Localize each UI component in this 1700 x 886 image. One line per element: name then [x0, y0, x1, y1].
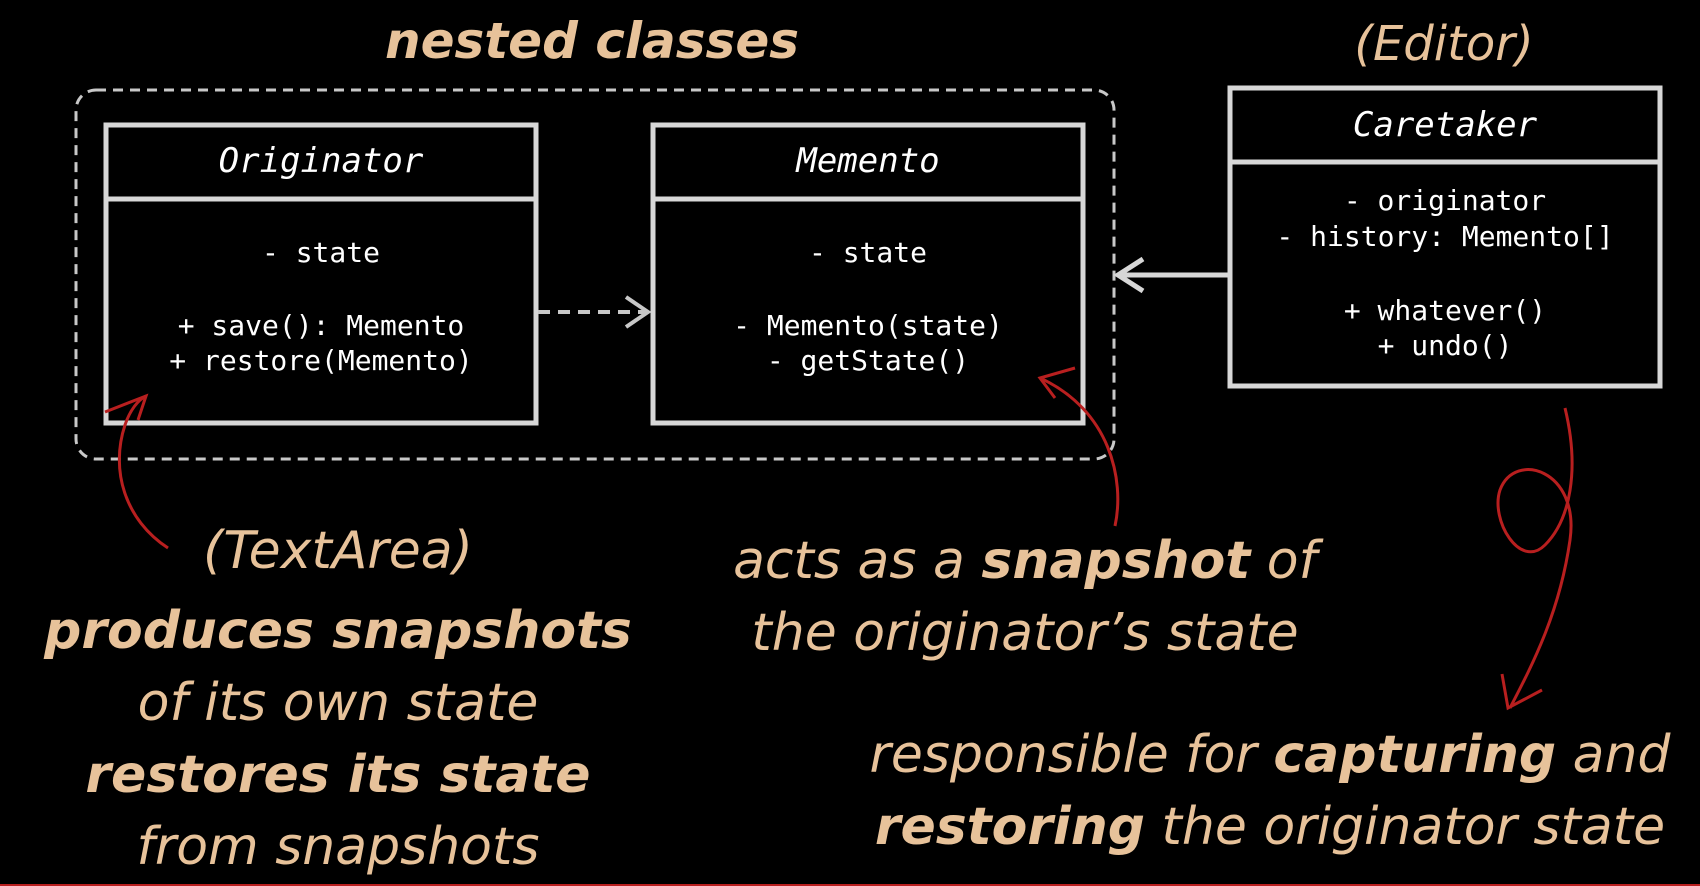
originator-desc-run: from snapshots	[137, 817, 540, 877]
caretaker-desc-run: restoring	[875, 797, 1145, 857]
originator-role-label: (TextArea)	[203, 521, 473, 581]
originator-method-restore: + restore(Memento)	[169, 344, 472, 377]
dependency-arrow	[538, 295, 652, 329]
originator-description: produces snapshots of its own state restor…	[43, 601, 632, 877]
memento-annotation-arrow	[1039, 376, 1120, 527]
caretaker-desc-run: responsible for	[870, 725, 1274, 785]
group-title: nested classes	[385, 12, 799, 70]
caretaker-annotation-arrow	[1496, 407, 1574, 709]
originator-method-save: + save(): Memento	[178, 309, 465, 342]
caretaker-desc-line: responsible for capturing and	[870, 725, 1672, 785]
caretaker-field-originator: - originator	[1344, 184, 1546, 217]
originator-box: Originator - state + save(): Memento + r…	[103, 122, 539, 426]
nested-classes-frame	[74, 88, 1116, 461]
memento-box: Memento - state - Memento(state) - getSt…	[650, 122, 1086, 426]
caretaker-box: Caretaker - originator - history: Mement…	[1227, 85, 1663, 389]
caretaker-field-history: - history: Memento[]	[1276, 220, 1613, 253]
caretaker-title: Caretaker	[1353, 105, 1538, 145]
memento-field-state: - state	[809, 236, 927, 269]
memento-annotation-arrowhead	[1037, 366, 1076, 399]
memento-desc-run: of	[1250, 531, 1323, 591]
originator-field-state: - state	[262, 236, 380, 269]
caretaker-desc-run: the originator state	[1145, 797, 1665, 857]
caretaker-role-label: (Editor)	[1354, 16, 1534, 72]
originator-desc-run: produces snapshots	[43, 601, 632, 661]
originator-annotation-arrowhead	[104, 393, 149, 421]
caretaker-desc-run: and	[1556, 725, 1671, 785]
memento-method-getstate: - getState()	[767, 344, 969, 377]
caretaker-method-undo: + undo()	[1378, 329, 1513, 362]
memento-desc-line: acts as a snapshot of	[733, 531, 1324, 591]
originator-title: Originator	[219, 141, 424, 181]
memento-desc-line: the originator’s state	[751, 603, 1298, 663]
memento-desc-run: snapshot	[981, 531, 1252, 591]
originator-desc-line: produces snapshots	[43, 601, 632, 661]
originator-desc-line: from snapshots	[137, 817, 540, 877]
caretaker-desc-line: restoring the originator state	[875, 797, 1665, 857]
originator-desc-line: restores its state	[85, 745, 590, 805]
memento-title: Memento	[795, 141, 939, 181]
bottom-accent-line	[0, 884, 1700, 886]
memento-description: acts as a snapshot of the originator’s st…	[733, 531, 1324, 663]
originator-desc-run: of its own state	[138, 673, 539, 733]
memento-desc-run: the originator’s state	[751, 603, 1298, 663]
originator-annotation-arrow	[117, 394, 169, 550]
association-arrow	[1113, 256, 1230, 294]
caretaker-method-whatever: + whatever()	[1344, 294, 1546, 327]
originator-desc-run: restores its state	[85, 745, 590, 805]
caretaker-desc-run: capturing	[1273, 725, 1556, 785]
originator-desc-line: of its own state	[138, 673, 539, 733]
caretaker-description: responsible for capturing and restoring t…	[870, 725, 1672, 857]
caretaker-annotation-arrowhead	[1500, 673, 1543, 711]
memento-desc-run: acts as a	[733, 531, 981, 591]
memento-constructor: - Memento(state)	[733, 309, 1003, 342]
